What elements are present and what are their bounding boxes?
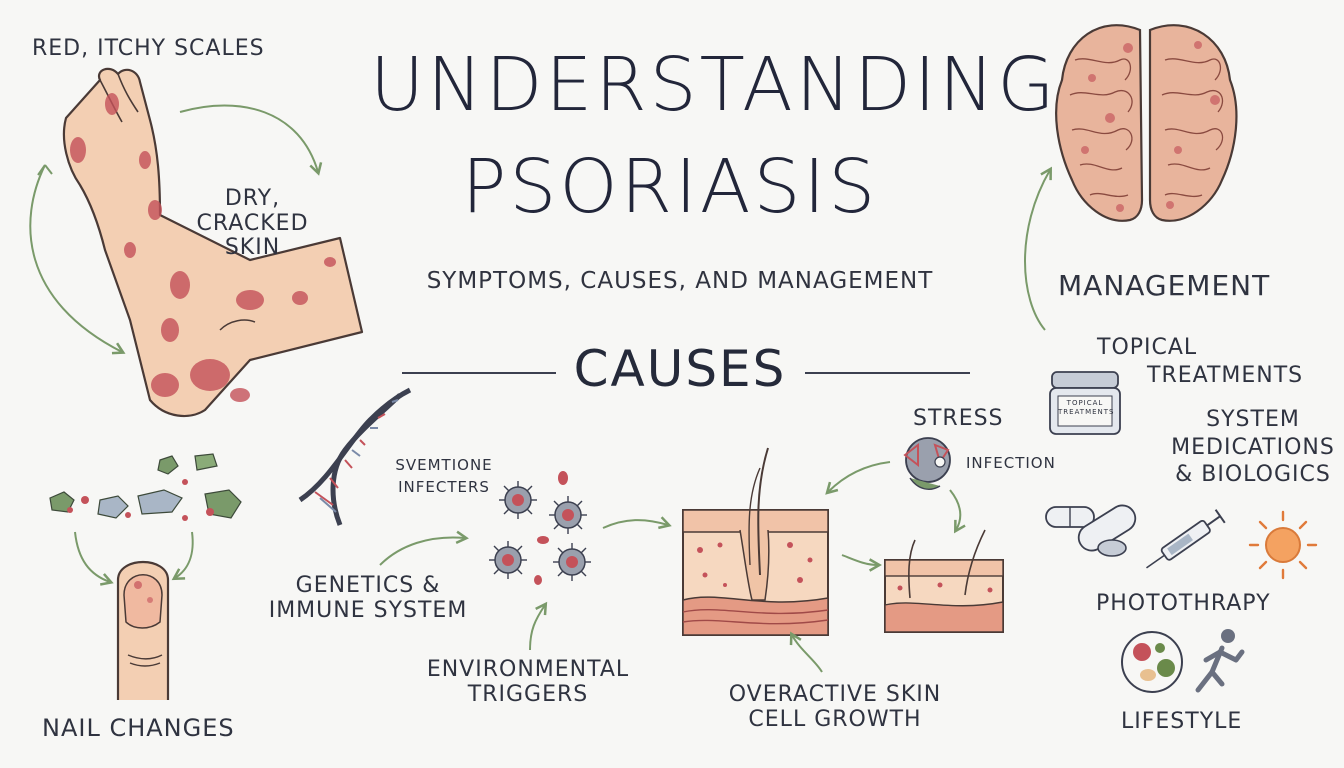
arrow-curve: [602, 516, 672, 530]
infection-label: INFECTION: [966, 454, 1056, 472]
arrow-curve: [789, 631, 823, 673]
arm-illustration: [62, 67, 364, 417]
immune-cells-illustration: [489, 471, 591, 585]
pills-illustration: [1045, 504, 1137, 557]
brain-illustration: [1055, 24, 1238, 222]
ointment-jar-illustration: [1049, 371, 1121, 435]
arrow-curve: [949, 489, 966, 534]
genetics-line-1: GENETICS &: [295, 573, 441, 598]
system-line-2: MEDICATIONS: [1171, 434, 1335, 460]
topical-line-2: TREATMENTS: [1147, 362, 1304, 388]
infecters-label: SVEMTIONE INFECTERS: [388, 455, 500, 499]
sun-icon: [1248, 510, 1318, 580]
red-itchy-scales-label: RED, ITCHY SCALES: [32, 36, 265, 61]
overactive-line-1: OVERACTIVE SKIN: [728, 682, 942, 707]
dry-cracked-line-2: CRACKED: [196, 210, 309, 236]
topical-treatments-label: TOPICAL TREATMENTS: [1097, 334, 1303, 389]
arrow-curve: [171, 531, 194, 581]
finger-nail-illustration: [116, 560, 170, 700]
title-line-1: UNDERSTANDING: [370, 42, 1058, 128]
overactive-skin-label: OVERACTIVE SKIN CELL GROWTH: [700, 682, 970, 732]
system-line-3: & BIOLOGICS: [1175, 462, 1331, 487]
genetics-line-2: IMMUNE SYSTEM: [268, 597, 468, 623]
skin-flakes-illustration: [49, 453, 242, 521]
syringe-illustration: [1146, 509, 1226, 569]
arrow-curve: [379, 530, 469, 566]
dry-cracked-line-3: SKIN: [224, 235, 281, 261]
arrow-curve: [841, 554, 882, 572]
arrow-curve: [179, 104, 323, 176]
jar-label-line-2: TREATMENTS: [1058, 408, 1115, 417]
skin-cross-section-large: [682, 447, 829, 636]
overactive-line-2: CELL GROWTH: [748, 706, 922, 732]
infecters-line-2: INFECTERS: [398, 477, 490, 496]
topical-line-1: TOPICAL: [1097, 335, 1198, 360]
management-heading: MANAGEMENT: [1058, 269, 1271, 302]
phototherapy-label: PHOTOTHRAPY: [1096, 591, 1271, 616]
causes-heading: CAUSES: [573, 340, 787, 398]
food-plate-icon: [1121, 631, 1183, 693]
dry-cracked-skin-label: DRY, CRACKED SKIN: [185, 186, 320, 261]
skin-cross-section-small: [884, 529, 1004, 633]
arrow-curve: [74, 531, 114, 586]
jar-label: TOPICAL TREATMENTS: [1058, 399, 1115, 417]
infecters-line-1: SVEMTIONE: [395, 456, 493, 474]
jar-label-line-1: TOPICAL: [1066, 399, 1104, 407]
arrow-curve: [529, 601, 548, 651]
environmental-line-1: ENVIRONMENTAL: [426, 657, 630, 682]
system-line-1: SYSTEM: [1206, 407, 1300, 432]
arrow-curve: [29, 164, 126, 355]
arrow-head: [37, 164, 53, 176]
arrow-curve: [825, 461, 891, 495]
genetics-immune-label: GENETICS & IMMUNE SYSTEM: [252, 573, 484, 623]
nail-changes-label: NAIL CHANGES: [42, 714, 235, 742]
environmental-line-2: TRIGGERS: [467, 681, 589, 707]
dry-cracked-line-1: DRY,: [224, 186, 281, 211]
system-medications-label: SYSTEM MEDICATIONS & BIOLOGICS: [1168, 406, 1338, 489]
lifestyle-label: LIFESTYLE: [1121, 709, 1243, 734]
stress-label: STRESS: [913, 406, 1004, 431]
environmental-triggers-label: ENVIRONMENTAL TRIGGERS: [412, 657, 644, 707]
dna-helix-illustration: [298, 387, 412, 526]
subtitle: SYMPTOMS, CAUSES, AND MANAGEMENT: [426, 268, 934, 294]
arrow-curve: [1024, 166, 1052, 331]
title-line-2: PSORIASIS: [461, 144, 879, 230]
runner-icon: [1195, 629, 1245, 693]
stress-virus-illustration: [903, 437, 951, 490]
